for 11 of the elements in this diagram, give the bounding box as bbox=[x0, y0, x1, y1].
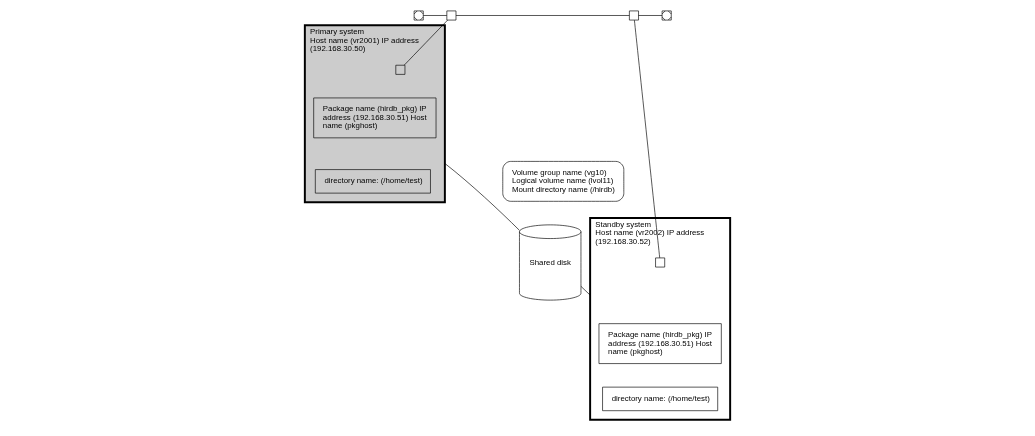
node-box bbox=[629, 10, 639, 21]
connector bbox=[455, 15, 630, 16]
connector bbox=[634, 19, 661, 259]
connector bbox=[403, 19, 448, 66]
node-box bbox=[446, 10, 457, 21]
connector bbox=[638, 15, 663, 16]
node-box bbox=[655, 257, 666, 268]
connector bbox=[580, 286, 591, 296]
connector bbox=[422, 15, 448, 16]
connector bbox=[444, 163, 520, 231]
node-box bbox=[395, 64, 406, 75]
